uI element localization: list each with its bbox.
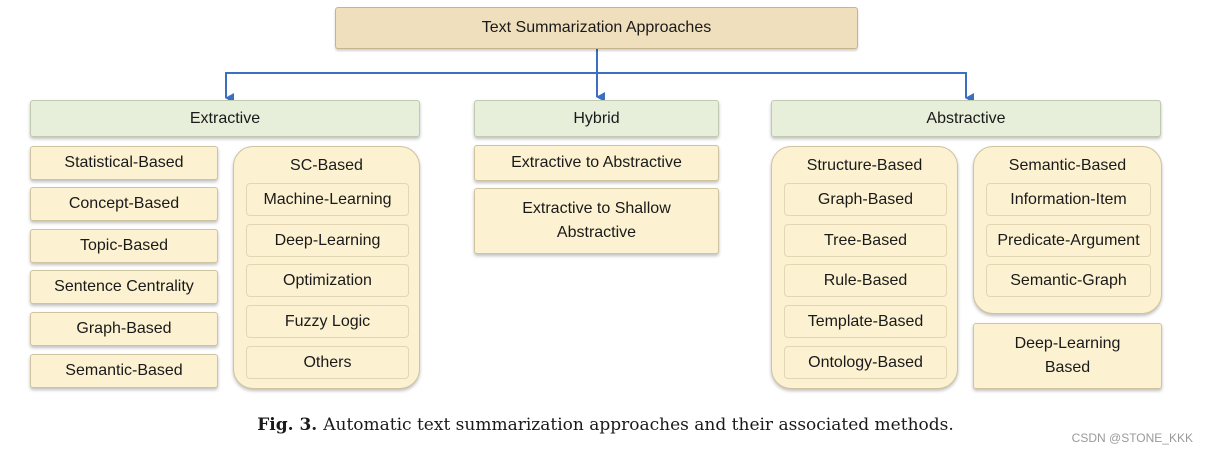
sc-based-item: Deep-Learning [246,224,409,257]
sc-based-item: Fuzzy Logic [246,305,409,338]
extractive-item: Topic-Based [30,229,218,263]
structure-based-item: Ontology-Based [784,346,947,379]
sc-based-group: SC-Based Machine-Learning Deep-Learning … [233,146,420,389]
semantic-based-group: Semantic-Based Information-Item Predicat… [973,146,1162,314]
extractive-item: Semantic-Based [30,354,218,388]
figure-caption: Fig. 3.Automatic text summarization appr… [0,415,1211,435]
sc-based-item: Others [246,346,409,379]
structure-based-item: Graph-Based [784,183,947,216]
structure-based-title: Structure-Based [806,157,923,174]
structure-based-item: Rule-Based [784,264,947,297]
watermark: CSDN @STONE_KKK [1071,431,1193,445]
sc-based-title: SC-Based [290,157,363,174]
hybrid-item: Extractive to Abstractive [474,145,719,181]
caption-text: Automatic text summarization approaches … [323,415,954,435]
structure-based-group: Structure-Based Graph-Based Tree-Based R… [771,146,958,389]
extractive-item: Concept-Based [30,187,218,221]
semantic-based-item: Semantic-Graph [986,264,1151,297]
extractive-item: Statistical-Based [30,146,218,180]
extractive-header: Extractive [30,100,420,137]
extractive-item: Graph-Based [30,312,218,346]
hybrid-header: Hybrid [474,100,719,137]
semantic-based-title: Semantic-Based [1008,157,1127,174]
hybrid-item: Extractive to Shallow Abstractive [474,188,719,254]
figure-label: Fig. 3. [257,415,318,435]
semantic-based-item: Information-Item [986,183,1151,216]
abstractive-header: Abstractive [771,100,1161,137]
extractive-item: Sentence Centrality [30,270,218,304]
sc-based-item: Machine-Learning [246,183,409,216]
structure-based-item: Tree-Based [784,224,947,257]
structure-based-item: Template-Based [784,305,947,338]
sc-based-item: Optimization [246,264,409,297]
root-node: Text Summarization Approaches [335,7,858,49]
semantic-based-item: Predicate-Argument [986,224,1151,257]
deep-learning-based-box: Deep-Learning Based [973,323,1162,389]
